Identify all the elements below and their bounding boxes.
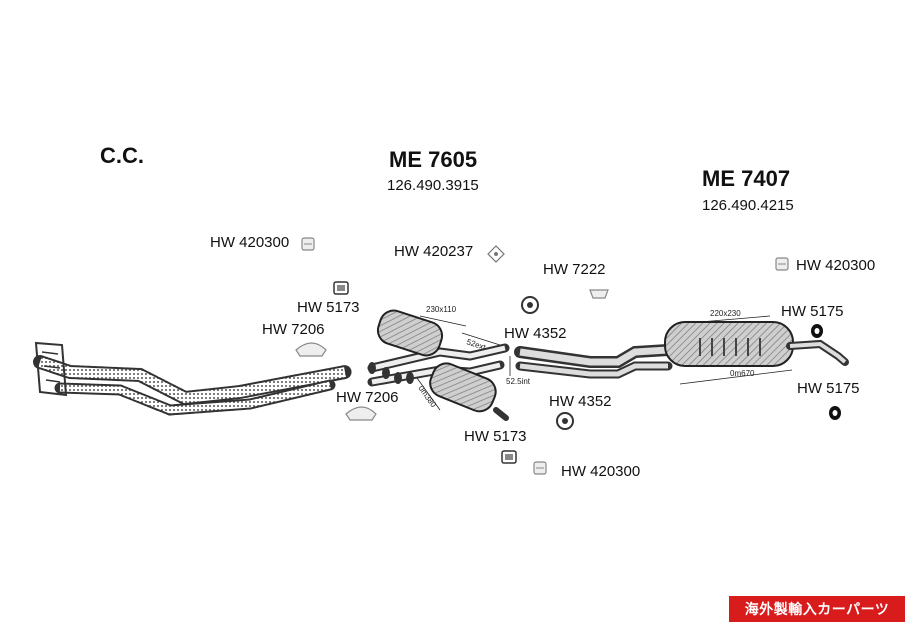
label-hw-420300: HW 420300 (796, 257, 876, 274)
mount-icon (533, 461, 547, 475)
label-hw-7222: HW 7222 (543, 261, 606, 278)
label-hw-5175: HW 5175 (781, 303, 844, 320)
dim-mid-pipe: 52.5int (506, 377, 531, 386)
middle-pipe (514, 344, 674, 379)
label-hw-5175: HW 5175 (797, 380, 860, 397)
front-part-code: ME 7605 (389, 147, 478, 172)
hanger-icon (589, 289, 609, 299)
label-hw-420237: HW 420237 (394, 243, 474, 260)
front-pipe (33, 341, 352, 416)
rubber-ring-icon (345, 406, 377, 421)
dim-rear-size: 220x230 (710, 309, 741, 318)
label-hw-4352: HW 4352 (504, 325, 567, 342)
dim-rear-len: 0m670 (730, 369, 755, 378)
label-hw-420300: HW 420300 (210, 234, 290, 251)
rubber-block-icon (829, 406, 841, 420)
cc-heading: C.C. (100, 143, 144, 168)
rear-part-number: 126.490.4215 (702, 197, 794, 214)
label-hw-7206: HW 7206 (262, 321, 325, 338)
label-hw-7206: HW 7206 (336, 389, 399, 406)
mount-icon (775, 257, 789, 271)
bracket-icon (501, 450, 517, 464)
rear-part-code: ME 7407 (702, 166, 791, 191)
rubber-ring-icon (295, 342, 327, 357)
ring-clamp-icon (521, 296, 539, 314)
clamp-icon (487, 245, 505, 263)
rubber-block-icon (811, 324, 823, 338)
label-hw-5173: HW 5173 (464, 428, 527, 445)
bracket-icon (333, 281, 349, 295)
label-hw-420300: HW 420300 (561, 463, 641, 480)
dim-front-size: 230x110 (426, 305, 457, 314)
front-silencer (367, 309, 510, 421)
import-parts-badge: 海外製輸入カーパーツ (729, 596, 905, 622)
front-part-number: 126.490.3915 (387, 177, 479, 194)
mount-icon (301, 237, 315, 251)
rear-silencer (664, 321, 849, 367)
ring-clamp-icon (556, 412, 574, 430)
label-hw-5173: HW 5173 (297, 299, 360, 316)
label-hw-4352: HW 4352 (549, 393, 612, 410)
